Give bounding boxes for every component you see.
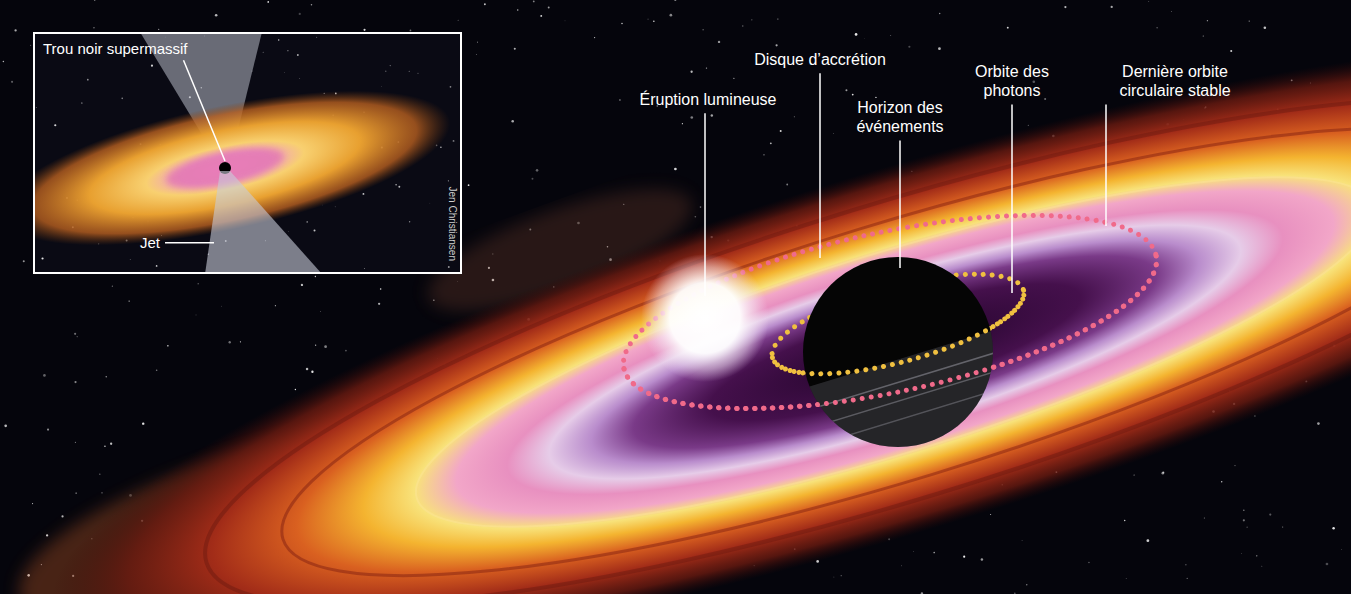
leader-line (184, 60, 226, 161)
part-label: Orbite des photons (962, 62, 1062, 100)
leader-line (1011, 104, 1013, 293)
leader-line (819, 73, 821, 258)
leader-line (704, 113, 706, 296)
inset-frame: Trou noir supermassifJet Jen Christiansen (33, 32, 462, 274)
part-label: Dernière orbite circulaire stable (1100, 62, 1250, 100)
part-label: Éruption lumineuse (640, 90, 777, 109)
part-label: Trou noir supermassif (43, 40, 188, 57)
part-label: Horizon des événements (840, 98, 960, 136)
credit: Jen Christiansen (446, 187, 458, 261)
part-label: Jet (140, 234, 160, 251)
leader-line (1105, 104, 1107, 226)
part-label: Disque d’accrétion (754, 50, 886, 69)
leader-line (899, 140, 901, 268)
leader-line (165, 242, 214, 244)
